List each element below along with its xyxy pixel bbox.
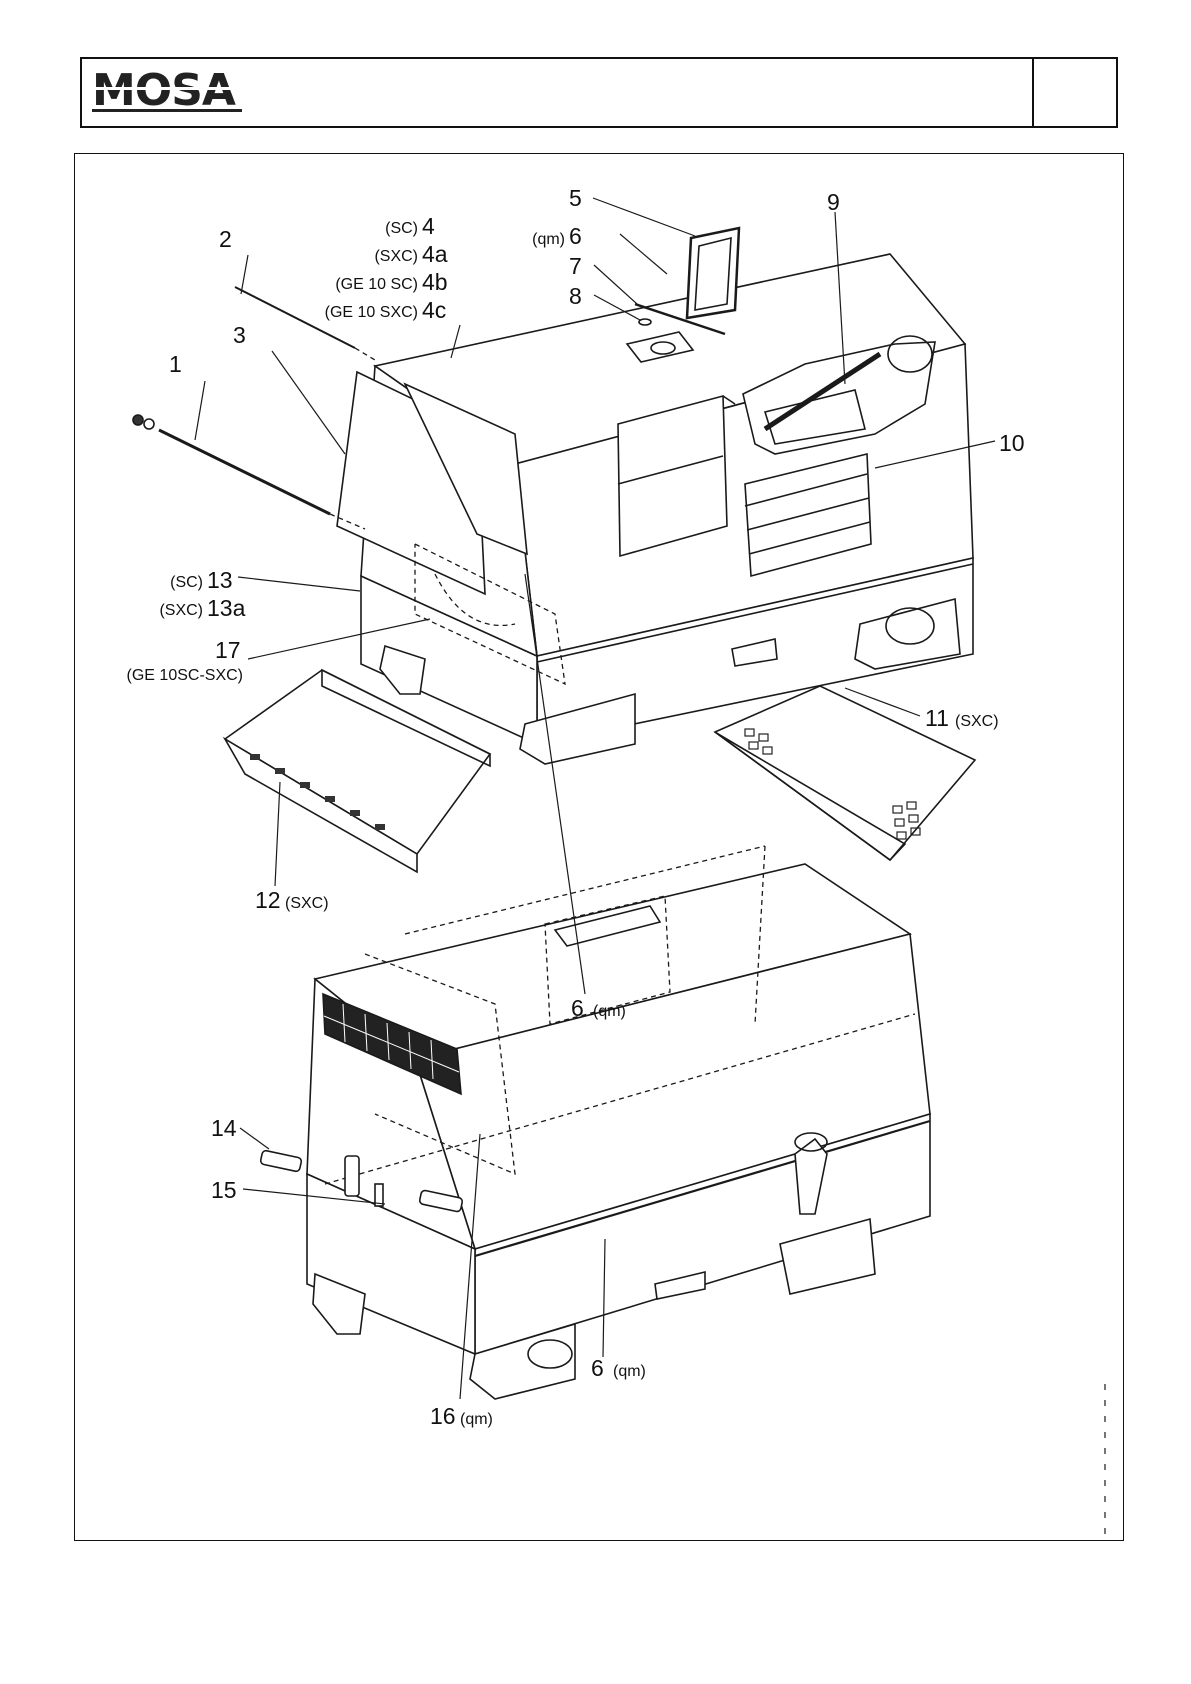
exploded-view-drawing: 1 2 3 (SC) 4 (SXC) 4a (GE 10 SC) 4b (GE … [127, 185, 1106, 1534]
callout-10: 10 [999, 430, 1025, 456]
callout-16: 16 [430, 1403, 456, 1429]
mosa-logo: MOSA [90, 65, 250, 120]
callout-12-qual: (SXC) [285, 895, 329, 912]
callout-3: 3 [233, 322, 246, 348]
callout-9: 9 [827, 189, 840, 215]
page-header: MOSA [80, 57, 1118, 128]
callout-4a-qual: (SXC) [374, 248, 418, 265]
callout-6-top-qual: (qm) [532, 231, 565, 248]
callout-4c-qual: (GE 10 SXC) [325, 304, 418, 321]
callout-17: 17 [215, 637, 241, 663]
callout-13a: 13a [207, 595, 246, 621]
callout-6-mid-qual: (qm) [593, 1003, 626, 1020]
page-number-cell [1032, 59, 1116, 126]
handle-right [418, 1189, 464, 1213]
callout-6-top: 6 [569, 223, 582, 249]
mosa-logo-graphic: MOSA [92, 65, 242, 116]
callout-13a-qual: (SXC) [159, 602, 203, 619]
callout-2: 2 [219, 226, 232, 252]
exhaust-louvre [744, 452, 872, 578]
callout-11-qual: (SXC) [955, 713, 999, 730]
callout-14: 14 [211, 1115, 237, 1141]
callout-1: 1 [169, 351, 182, 377]
exploded-view-figure: 1 2 3 (SC) 4 (SXC) 4a (GE 10 SC) 4b (GE … [74, 153, 1124, 1541]
callout-4c: 4c [422, 297, 446, 323]
callout-15: 15 [211, 1177, 237, 1203]
callout-6-bottom: 6 [591, 1355, 604, 1381]
top-hatch-cover [685, 226, 741, 320]
callout-5: 5 [569, 185, 582, 211]
handle-left [259, 1149, 303, 1173]
callout-17-qual: (GE 10SC-SXC) [127, 667, 243, 684]
fuel-cap-opening [625, 331, 695, 363]
callout-4-qual: (SC) [385, 220, 418, 237]
callout-13-qual: (SC) [170, 574, 203, 591]
logo-text: MOSA [92, 65, 236, 115]
callout-16-qual: (qm) [460, 1411, 493, 1428]
callout-7: 7 [569, 253, 582, 279]
side-window-opening [617, 394, 728, 558]
callout-6-bottom-qual: (qm) [613, 1363, 646, 1380]
callout-4: 4 [422, 213, 435, 239]
callout-4a: 4a [422, 241, 448, 267]
callout-4b-qual: (GE 10 SC) [335, 276, 418, 293]
handle-latch [344, 1155, 360, 1197]
callout-12: 12 [255, 887, 281, 913]
callout-8: 8 [569, 283, 582, 309]
callout-13: 13 [207, 567, 233, 593]
callout-4b: 4b [422, 269, 448, 295]
callout-6-mid: 6 [571, 995, 584, 1021]
callout-11: 11 [925, 705, 949, 731]
